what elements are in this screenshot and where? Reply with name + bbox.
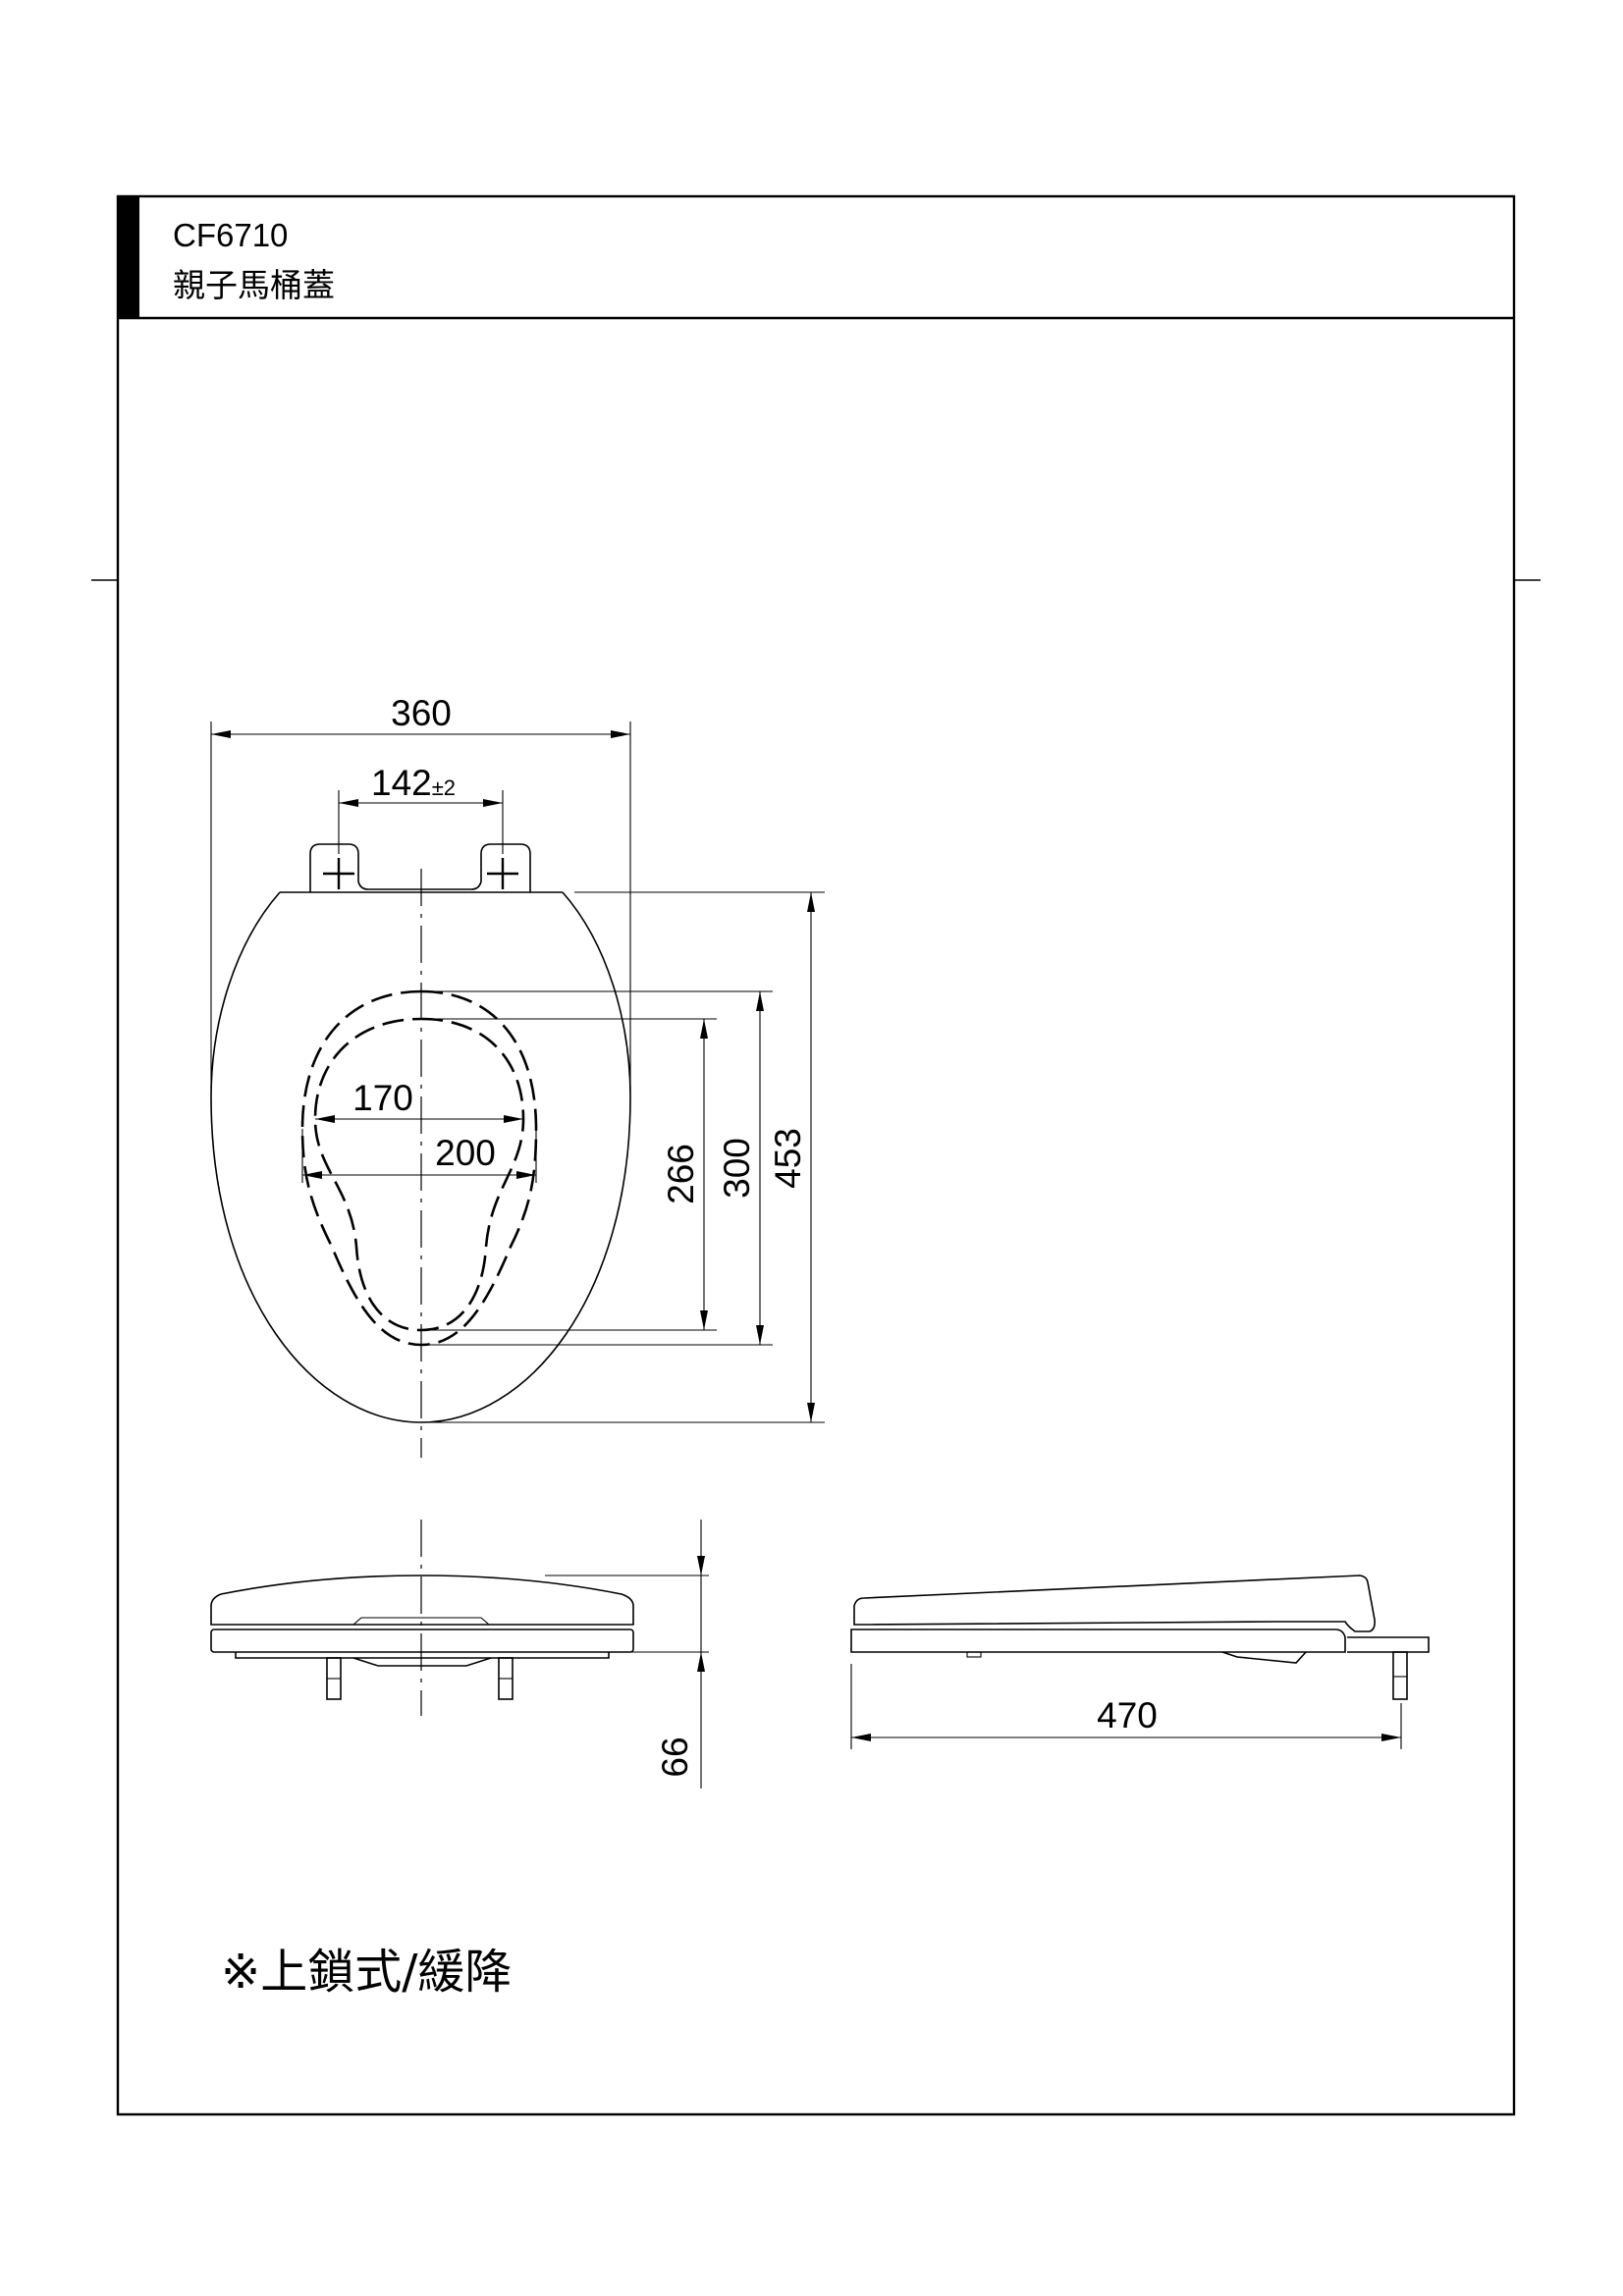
dim-hinge-spacing: 142±2 (371, 763, 456, 803)
opening-outer-dashed (300, 989, 538, 1347)
front-view: 66 (210, 1520, 709, 1789)
dim-inner-length: 266 (661, 1144, 701, 1204)
title-frame (91, 194, 1541, 2116)
mounting-bolt (498, 1657, 514, 1700)
feature-note: ※上鎖式/緩降 (221, 1945, 512, 2000)
dim-opening-width: 200 (435, 1133, 496, 1173)
dim-opening-length: 300 (717, 1138, 757, 1199)
hinge-block (309, 843, 531, 892)
header-accent-bar (118, 196, 139, 318)
mount-cross-icon (487, 858, 518, 889)
top-view: 360 142±2 170 200 266 300 453 (210, 693, 825, 1458)
dim-height: 66 (655, 1736, 695, 1777)
dim-overall-width: 360 (391, 693, 452, 733)
dim-side-length: 470 (1097, 1695, 1158, 1735)
mounting-bolt (1392, 1651, 1408, 1700)
mounting-bolt (326, 1657, 342, 1700)
model-number: CF6710 (173, 217, 288, 253)
dim-inner-width: 170 (352, 1078, 413, 1118)
dim-overall-length: 453 (768, 1128, 808, 1189)
side-view: 470 (850, 1575, 1430, 1749)
product-name: 親子馬桶蓋 (173, 267, 335, 303)
mount-cross-icon (323, 858, 354, 889)
seat-outline (210, 891, 631, 1423)
